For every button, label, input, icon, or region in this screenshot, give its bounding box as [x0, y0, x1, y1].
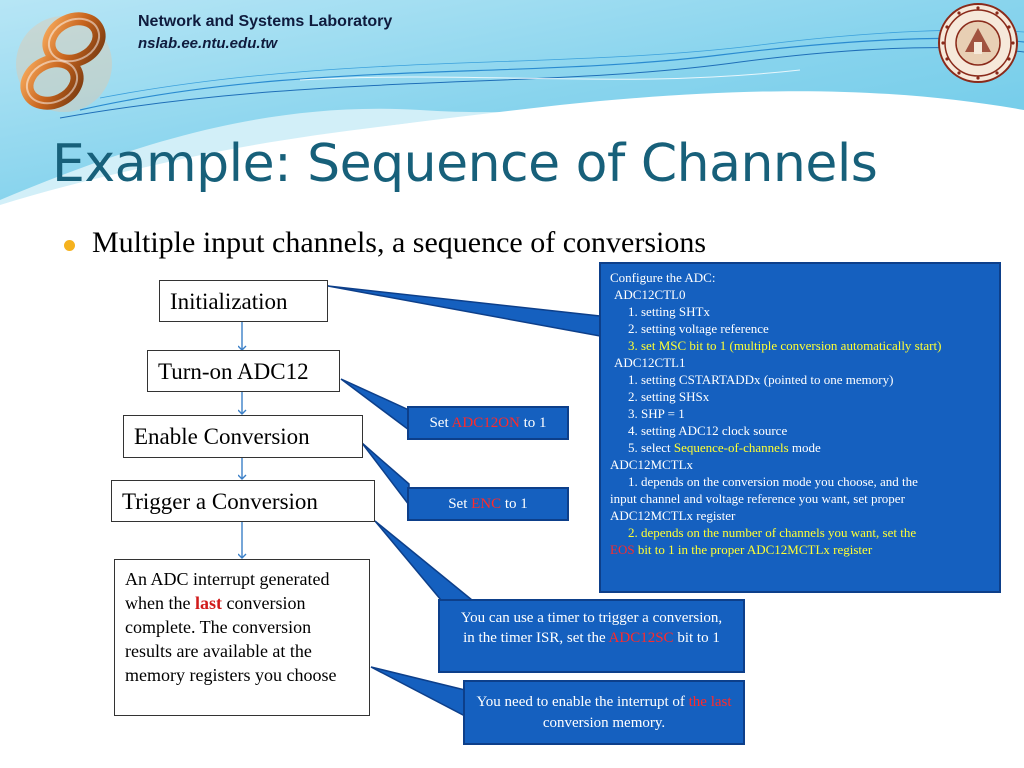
university-seal: [938, 3, 1018, 83]
config-register-name: ADC12CTL1: [614, 355, 686, 370]
config-text: mode: [788, 440, 821, 455]
callout-pointer: [327, 285, 601, 337]
result-box: An ADC interrupt generated when the last…: [114, 559, 370, 716]
step-trigger-conversion: Trigger a Conversion: [111, 480, 375, 522]
config-title: Configure the ADC:: [610, 270, 716, 285]
callout-text: Set: [429, 415, 452, 431]
config-highlight: Sequence-of-channels: [673, 440, 789, 455]
callout-register: the last: [688, 694, 732, 710]
config-register-name: ADC12CTL0: [614, 287, 686, 302]
callout-timer: You can use a timer to trigger a convers…: [438, 599, 745, 673]
config-highlight: bit to 1 in the proper ADC12MCTLx regist…: [634, 542, 873, 557]
config-item: 5. select Sequence-of-channels mode: [610, 439, 999, 456]
config-item-highlight: 3. set MSC bit to 1 (multiple conversion…: [628, 338, 942, 353]
result-text: An ADC interrupt generated when the: [125, 569, 330, 613]
callout-adc12on: Set ADC12ON to 1: [407, 406, 569, 440]
lab-url: nslab.ee.ntu.edu.tw: [138, 35, 278, 52]
config-item: 1. depends on the conversion mode you ch…: [628, 474, 918, 489]
callout-text: You can use a timer to trigger a convers…: [460, 610, 723, 646]
config-callout: Configure the ADC: ADC12CTL0 1. setting …: [599, 262, 1001, 593]
bullet-text: Multiple input channels, a sequence of c…: [92, 226, 707, 259]
config-item: 1. setting CSTARTADDx (pointed to one me…: [628, 372, 894, 387]
callout-text: You need to enable the interrupt of: [476, 694, 689, 710]
page-title: Example: Sequence of Channels: [52, 134, 878, 194]
callout-pointer: [370, 666, 466, 718]
callout-register: ADC12ON: [451, 415, 520, 431]
callout-register: ENC: [471, 496, 502, 512]
callout-text: to 1: [519, 415, 547, 431]
config-item: 3. SHP = 1: [628, 406, 685, 421]
config-item-highlight: 2. depends on the number of channels you…: [628, 525, 917, 540]
result-text: conversion complete. The conversion resu…: [125, 593, 337, 685]
callout-interrupt: You need to enable the interrupt of the …: [463, 680, 745, 745]
lab-logo: [16, 12, 112, 112]
callout-text: Set: [448, 496, 472, 512]
lab-name: Network and Systems Laboratory: [138, 13, 393, 30]
config-register-name: ADC12MCTLx: [610, 457, 694, 472]
step-initialization: Initialization: [159, 280, 328, 322]
step-enable-conversion: Enable Conversion: [123, 415, 363, 458]
config-item: 4. setting ADC12 clock source: [628, 423, 788, 438]
callout-pointer: [374, 520, 475, 601]
config-text: 5. select: [628, 440, 674, 455]
callout-enc: Set ENC to 1: [407, 487, 569, 521]
callout-text: bit to 1: [673, 630, 720, 646]
config-item: 1. setting SHTx: [628, 304, 710, 319]
callout-register: ADC12SC: [608, 630, 674, 646]
bullet-icon: [64, 240, 75, 251]
callout-text: to 1: [501, 496, 528, 512]
config-item: EOS bit to 1 in the proper ADC12MCTLx re…: [610, 541, 999, 558]
config-item: ADC12MCTLx register: [610, 508, 736, 523]
result-highlight: last: [194, 593, 222, 613]
config-register-red: EOS: [610, 542, 635, 557]
config-item: 2. setting voltage reference: [628, 321, 769, 336]
callout-text: conversion memory.: [542, 715, 666, 731]
step-turn-on-adc12: Turn-on ADC12: [147, 350, 340, 392]
config-item: input channel and voltage reference you …: [610, 491, 905, 506]
config-item: 2. setting SHSx: [628, 389, 710, 404]
